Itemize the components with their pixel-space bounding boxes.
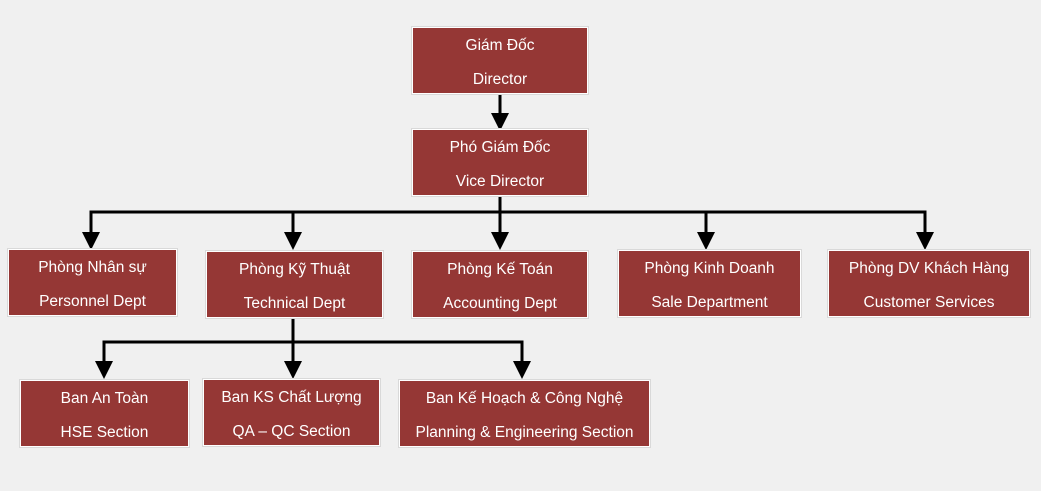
section-name-en: HSE Section xyxy=(60,424,149,441)
department-name-en: Personnel Dept xyxy=(39,293,146,310)
department-name-en: Technical Dept xyxy=(243,295,346,312)
department-box-customer-services: Phòng DV Khách Hàng Customer Services xyxy=(828,250,1030,317)
department-box-accounting: Phòng Kế Toán Accounting Dept xyxy=(412,251,588,318)
department-box-technical: Phòng Kỹ Thuật Technical Dept xyxy=(206,251,383,318)
department-name-vi: Phòng Kế Toán xyxy=(447,261,553,278)
section-name-vi: Ban KS Chất Lượng xyxy=(221,389,362,406)
department-box-sales: Phòng Kinh Doanh Sale Department xyxy=(618,250,801,317)
vice-director-name-en: Vice Director xyxy=(455,173,545,190)
department-name-vi: Phòng Nhân sự xyxy=(38,259,147,276)
director-box: Giám Đốc Director xyxy=(412,27,588,94)
section-box-qa-qc: Ban KS Chất Lượng QA – QC Section xyxy=(203,379,380,446)
department-name-en: Sale Department xyxy=(651,294,768,311)
vice-director-name-vi: Phó Giám Đốc xyxy=(449,139,551,156)
section-name-en: QA – QC Section xyxy=(232,423,351,440)
section-name-en: Planning & Engineering Section xyxy=(415,424,634,441)
director-name-en: Director xyxy=(472,71,528,88)
department-box-personnel: Phòng Nhân sự Personnel Dept xyxy=(8,249,177,316)
department-name-en: Accounting Dept xyxy=(443,295,557,312)
section-box-planning-engineering: Ban Kế Hoạch & Công Nghệ Planning & Engi… xyxy=(399,380,650,447)
director-name-vi: Giám Đốc xyxy=(465,37,535,54)
department-name-vi: Phòng Kinh Doanh xyxy=(644,260,775,277)
section-box-hse: Ban An Toàn HSE Section xyxy=(20,380,189,447)
department-name-en: Customer Services xyxy=(863,294,995,311)
section-name-vi: Ban An Toàn xyxy=(60,390,149,407)
vice-director-box: Phó Giám Đốc Vice Director xyxy=(412,129,588,196)
department-name-vi: Phòng Kỹ Thuật xyxy=(239,261,350,278)
department-name-vi: Phòng DV Khách Hàng xyxy=(848,260,1010,277)
section-name-vi: Ban Kế Hoạch & Công Nghệ xyxy=(425,390,624,407)
